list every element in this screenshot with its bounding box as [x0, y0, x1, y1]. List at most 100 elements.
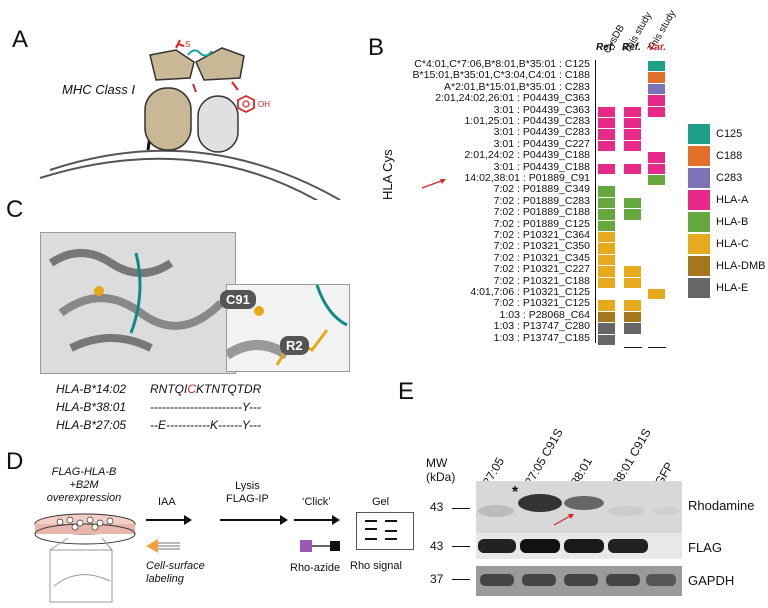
d-title-line3: overexpression	[46, 492, 122, 504]
seq-post: KTNTQTDR	[196, 382, 262, 396]
cell-surface-line2: labeling	[146, 573, 184, 585]
heatmap-cell	[598, 186, 615, 197]
heatmap-cell	[648, 72, 665, 83]
column-baseline	[624, 347, 642, 348]
heatmap-cell	[624, 118, 641, 129]
legend-label: C125	[716, 128, 743, 140]
seq-highlight: C	[187, 382, 197, 396]
heatmap-cell	[624, 140, 641, 152]
step-lysis-line2: FLAG-IP	[226, 493, 269, 505]
c91-tag: C91	[220, 290, 256, 309]
heatmap-cell	[624, 323, 641, 334]
blot-label-rhodamine: Rhodamine	[688, 498, 755, 513]
col-subheader-1: Ref.	[596, 42, 615, 53]
iaa-probe-icon	[146, 539, 180, 553]
s-label: S	[185, 40, 191, 49]
heatmap-grid	[596, 60, 676, 350]
marker-43-rho: 43	[430, 500, 444, 514]
row-label: 2:01,24:02 : P04439_C188	[464, 149, 590, 162]
blot-flag	[476, 533, 682, 559]
d-title: FLAG-HLA-B +B2M overexpression	[34, 466, 134, 505]
legend-item: C188	[688, 146, 742, 166]
heatmap-cell	[598, 140, 615, 152]
legend-item: HLA-C	[688, 234, 749, 254]
d-title-line1: FLAG-HLA-B	[51, 466, 117, 478]
row-label: 3:01 : P04439_C363	[493, 103, 590, 116]
legend-label: HLA-A	[716, 194, 749, 206]
legend-label: HLA-DMB	[716, 260, 766, 272]
row-label: 7:02 : P10321_C125	[493, 297, 590, 310]
row-label: 3:01 : P04439_C227	[493, 137, 590, 150]
allele-seq: RNTQICKTNTQTDR	[150, 380, 261, 398]
heatmap-cell	[598, 118, 615, 129]
allele-seq: -----------------------Y---	[150, 400, 262, 414]
row-label: 7:02 : P10321_C188	[493, 274, 590, 287]
heatmap-cell	[598, 334, 615, 345]
lane-label: 38:01 C91S	[609, 426, 654, 488]
heatmap-cell	[598, 266, 615, 277]
heatmap-cell	[598, 243, 615, 254]
heatmap-cell	[598, 232, 615, 243]
oh-label: OH	[258, 100, 270, 109]
row-label: 7:02 : P10321_C350	[493, 240, 590, 253]
legend-swatch	[688, 256, 710, 276]
row-label: 3:01 : P04439_C188	[493, 160, 590, 173]
mw-label: MW (kDa)	[426, 456, 455, 484]
heatmap-cell	[648, 106, 665, 117]
legend-swatch	[688, 190, 710, 210]
marker-tick	[452, 508, 470, 509]
legend-label: HLA-B	[716, 216, 749, 228]
step-lysis: Lysis FLAG-IP	[226, 480, 269, 506]
heatmap-cell	[624, 197, 641, 209]
legend-label: HLA-E	[716, 282, 749, 294]
row-label: B*15:01,B*35:01,C*3:04,C4:01 : C188	[412, 69, 590, 82]
legend-item: HLA-DMB	[688, 256, 766, 276]
step-lysis-line1: Lysis	[235, 480, 260, 492]
heatmap-cell	[598, 300, 615, 311]
heatmap-cell	[598, 323, 615, 334]
heatmap-cell	[624, 163, 641, 174]
row-label: 1:03 : P13747_C185	[493, 331, 590, 344]
legend-swatch	[688, 124, 710, 144]
row-label: 1:03 : P28068_C64	[499, 308, 591, 321]
row-label: 7:02 : P01889_C125	[493, 217, 590, 230]
rho-azide-label: Rho-azide	[290, 562, 341, 574]
row-label: A*2:01,B*15:01,B*35:01 : C283	[444, 80, 590, 93]
row-label: 4:01,7:06 : P10321_C125	[470, 286, 590, 298]
heatmap-cell	[624, 129, 641, 140]
legend-item: HLA-A	[688, 190, 748, 210]
allele-row: HLA-B*14:02 RNTQICKTNTQTDR	[56, 380, 261, 398]
heatmap-cell	[598, 129, 615, 140]
rho-signal-label: Rho signal	[350, 560, 402, 572]
d-arrows	[146, 515, 340, 525]
heatmap-cell	[624, 266, 641, 277]
kda-text: (kDa)	[426, 470, 456, 484]
b-red-arrow	[421, 179, 446, 189]
heatmap-cell	[624, 277, 641, 288]
panel-letter-b: B	[368, 34, 385, 61]
row-label: 14:02,38:01 : P01889_C91	[464, 172, 590, 184]
legend-label: C188	[716, 150, 743, 162]
panel-letter-a: A	[12, 26, 29, 53]
legend-swatch	[688, 168, 710, 188]
legend-item: C283	[688, 168, 742, 188]
d-title-line2: +B2M	[69, 479, 99, 491]
legend-item: C125	[688, 124, 742, 144]
mhc-diagram	[39, 39, 341, 200]
legend-item: HLA-E	[688, 278, 748, 298]
heatmap-cell	[598, 163, 615, 174]
heatmap-cell	[648, 61, 665, 72]
heatmap-cell	[648, 83, 665, 95]
gel-icon	[356, 512, 414, 550]
heatmap-cell	[624, 300, 641, 311]
row-label: 2:01,24:02,26:01 : P04439_C363	[435, 92, 590, 105]
legend-swatch	[688, 278, 710, 298]
step-click: ‘Click’	[302, 496, 331, 508]
legend-swatch	[688, 212, 710, 232]
rho-azide-icon	[300, 540, 340, 552]
heatmap-cell	[598, 209, 615, 220]
heatmap-cell	[598, 106, 615, 117]
row-label: 7:02 : P01889_C283	[493, 194, 590, 207]
legend-swatch	[688, 234, 710, 254]
b-axis-line	[595, 60, 596, 343]
